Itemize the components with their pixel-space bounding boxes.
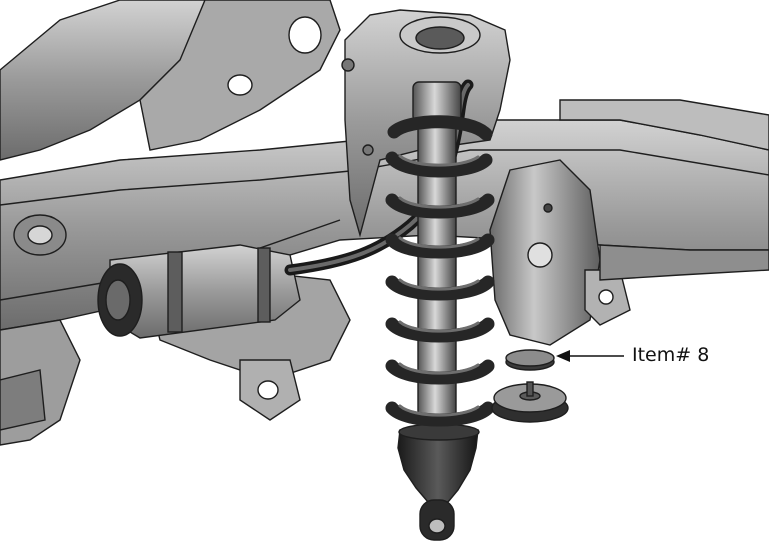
remote-reservoir: [97, 244, 301, 339]
bump-stop: [491, 381, 569, 423]
spring-coil: [385, 233, 495, 259]
tower-bolt: [362, 144, 374, 156]
spring-coil: [385, 275, 495, 301]
frame-hole: [227, 74, 253, 96]
frame-hole: [257, 380, 279, 400]
bracket-hole: [527, 242, 553, 268]
arrow-head-icon: [556, 350, 570, 362]
frame-hole: [288, 16, 322, 54]
shock-boot: [397, 429, 479, 503]
spring-coil: [385, 317, 495, 343]
frame-right-rail: [559, 99, 769, 151]
coil-spring: [385, 115, 495, 427]
frame-hole: [598, 289, 614, 305]
bump-stop-stud: [526, 381, 534, 397]
shock-tower-top-inner: [415, 26, 465, 50]
bracket-bolt: [543, 203, 553, 213]
spring-coil: [385, 359, 495, 385]
frame-lower-left-bracket: [0, 369, 46, 431]
spring-coil: [385, 193, 495, 219]
tower-bolt: [341, 58, 355, 72]
spring-coil: [387, 115, 493, 141]
frame-right-lower: [599, 244, 769, 281]
washer-top: [505, 349, 555, 367]
spring-coil: [385, 401, 495, 427]
callout-arrow: [556, 350, 624, 362]
reservoir-band: [257, 247, 271, 323]
reservoir-band: [167, 251, 183, 333]
reservoir-end-cap-inner: [105, 279, 131, 321]
callout-label: Item# 8: [632, 344, 710, 366]
spring-coil: [385, 151, 493, 178]
shock-lower-eye-hole: [428, 518, 446, 534]
bushing-center: [27, 225, 53, 245]
washer: [505, 349, 555, 371]
coil-spring-highlights: [398, 154, 480, 417]
